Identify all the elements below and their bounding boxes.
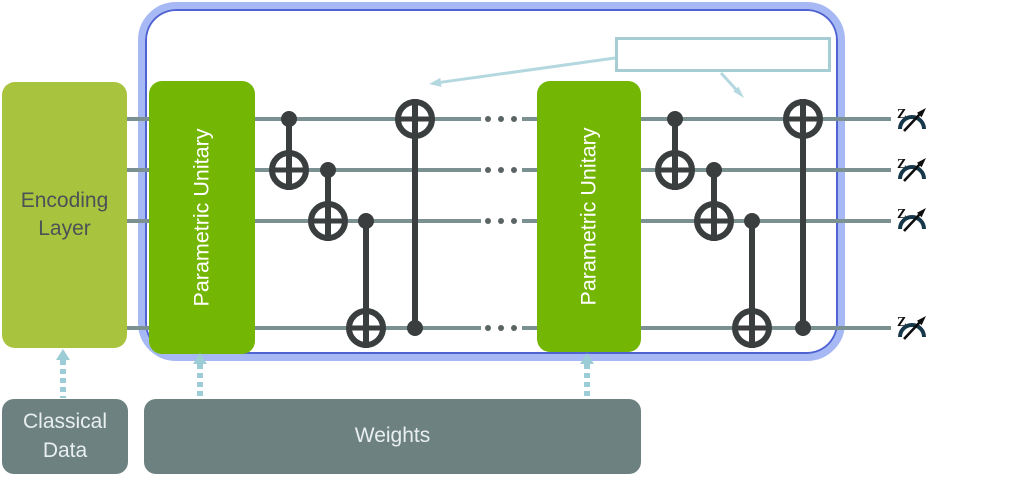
weights-label: Weights <box>354 424 431 448</box>
measurement-basis-label: Z <box>897 107 906 122</box>
arrow-head <box>56 349 70 360</box>
gauge-arc <box>898 323 926 338</box>
annotation-textbox <box>615 37 831 72</box>
arrow-shaft <box>60 360 66 398</box>
parametric-unitary-label-1: Parametric Unitary <box>189 128 214 307</box>
parametric-unitary-label-2: Parametric Unitary <box>576 127 601 306</box>
weights-box: Weights <box>144 399 641 474</box>
z-measurement-gauge-icon: Z <box>891 201 937 239</box>
dotted-arrow-classical-to-encoding <box>56 349 70 398</box>
z-measurement-gauge-icon: Z <box>891 101 937 139</box>
gauge-needle <box>903 321 921 340</box>
encoding-layer-box: Encoding Layer <box>2 82 127 348</box>
gauge-needle <box>903 213 921 232</box>
encoding-layer-label: Encoding Layer <box>20 188 109 240</box>
gauge-needle-head <box>917 108 926 118</box>
gauge-arc <box>898 165 926 180</box>
measurement-basis-label: Z <box>897 315 906 330</box>
arrow-head <box>580 353 594 364</box>
gauge-needle-head <box>917 316 926 326</box>
circuit-ellipsis-strip <box>480 98 523 397</box>
dotted-arrow-weights-to-unitary-2 <box>580 353 594 398</box>
arrow-shaft <box>584 364 590 398</box>
gauge-arc <box>898 115 926 130</box>
arrow-shaft <box>197 364 203 398</box>
classical-data-box: Classical Data <box>2 399 128 474</box>
classical-data-label: Classical Data <box>22 410 108 462</box>
z-measurement-gauge-icon: Z <box>891 151 937 189</box>
measurement-basis-label: Z <box>897 207 906 222</box>
parametric-unitary-box-1: Parametric Unitary <box>149 81 255 354</box>
gauge-needle-head <box>917 208 926 218</box>
gauge-needle-head <box>917 158 926 168</box>
arrow-head <box>193 353 207 364</box>
dotted-arrow-weights-to-unitary-1 <box>193 353 207 398</box>
variational-circuit-border <box>138 2 845 361</box>
parametric-unitary-box-2: Parametric Unitary <box>537 81 641 352</box>
gauge-needle <box>903 163 921 182</box>
gauge-needle <box>903 113 921 132</box>
measurement-basis-label: Z <box>897 157 906 172</box>
gauge-arc <box>898 215 926 230</box>
z-measurement-gauge-icon: Z <box>891 309 937 347</box>
